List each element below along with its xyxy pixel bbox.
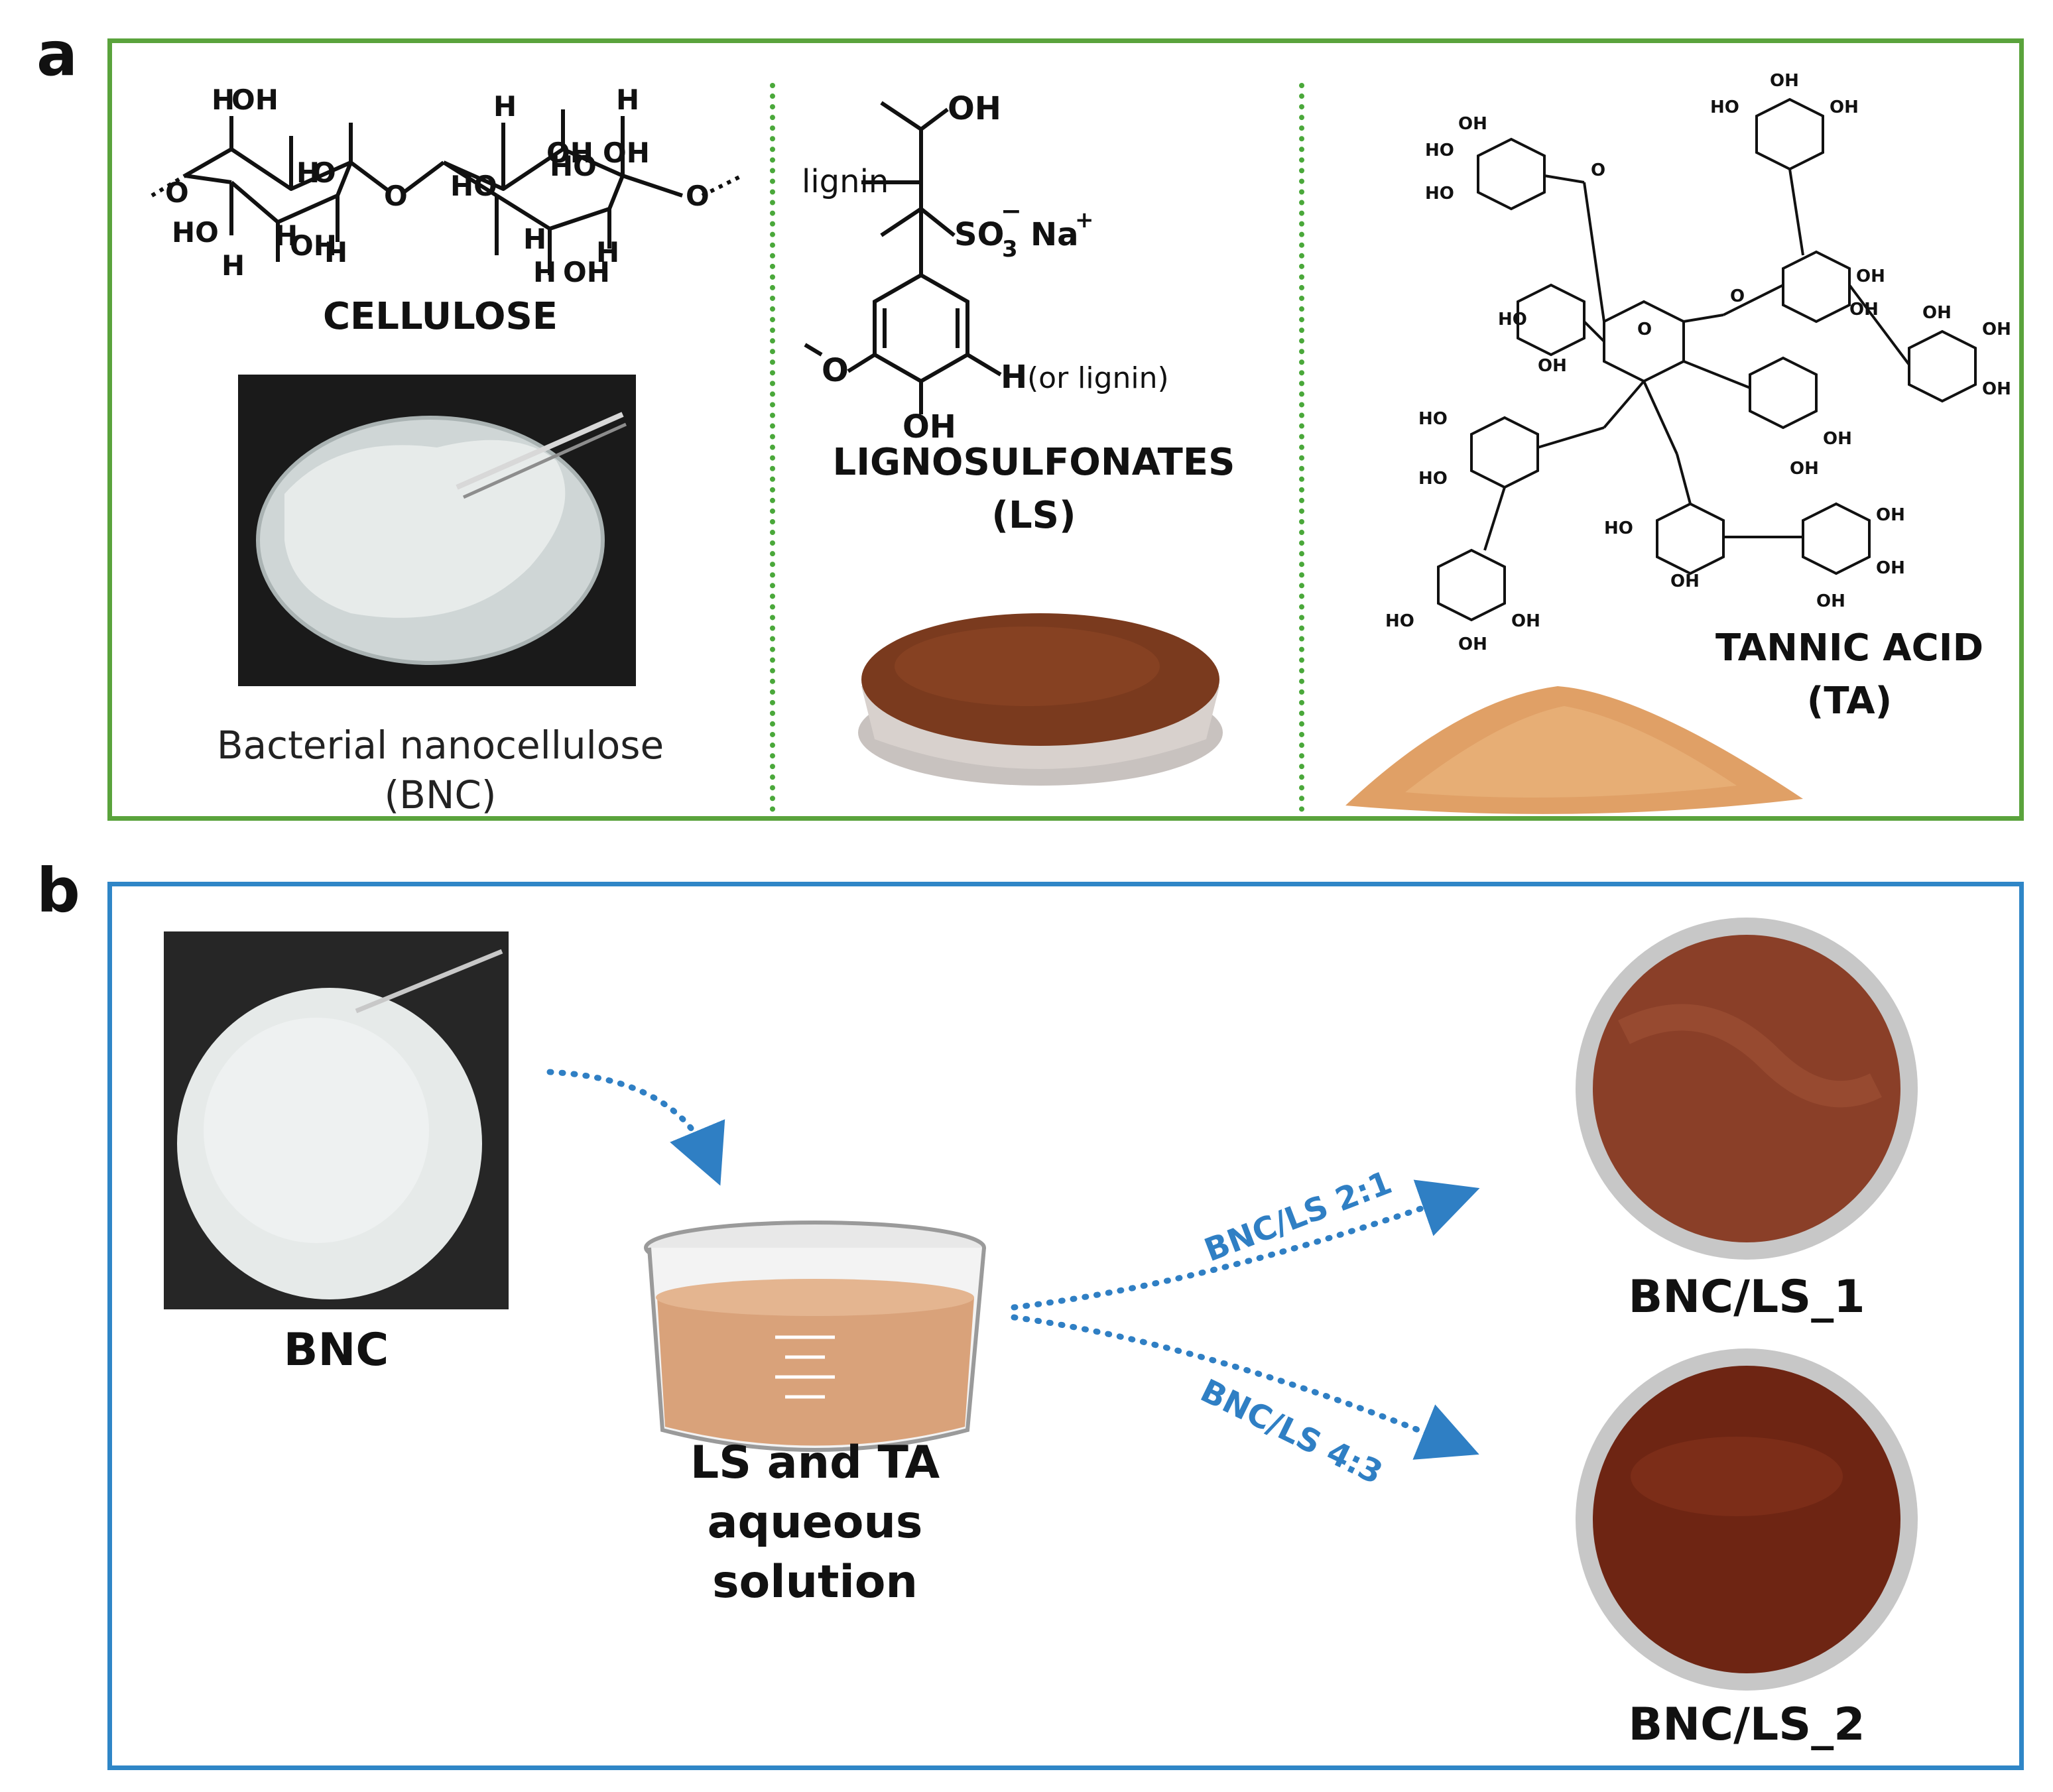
- ls-title-line2: (LS): [991, 494, 1076, 537]
- svg-text:H: H: [1001, 359, 1027, 396]
- svg-text:O: O: [312, 156, 336, 189]
- product1-photo: [1576, 918, 1918, 1260]
- svg-text:HO: HO: [1425, 184, 1454, 204]
- svg-text:OH: OH: [1876, 505, 1905, 525]
- panel-b: BNC BNC/LS 2:1 BNC/LS 4:3 LS and TA aque…: [107, 882, 2024, 1770]
- svg-text:H: H: [324, 236, 347, 269]
- svg-text:O: O: [686, 180, 710, 212]
- cellulose-structure: H OH H O O HO H H OH H HO OH H O O HO H …: [151, 84, 743, 288]
- svg-text:OH: OH: [290, 229, 337, 262]
- cellulose-title: CELLULOSE: [322, 295, 558, 338]
- svg-text:OH: OH: [1849, 300, 1879, 320]
- svg-text:+: +: [1075, 207, 1094, 233]
- ls-powder-photo: [858, 613, 1223, 786]
- ta-powder-photo: [1345, 686, 1803, 814]
- svg-text:OH: OH: [1823, 429, 1852, 449]
- process-arrows: [546, 1069, 1480, 1460]
- svg-text:O: O: [1637, 320, 1652, 339]
- svg-text:−: −: [1001, 196, 1022, 225]
- divider-left: [770, 83, 775, 812]
- ta-title-line2: (TA): [1806, 680, 1893, 723]
- svg-text:OH: OH: [1790, 459, 1819, 479]
- panel-b-letter: b: [36, 855, 80, 926]
- panel-a-letter: a: [36, 19, 78, 90]
- svg-text:Na: Na: [1030, 216, 1079, 253]
- ls-title-line1: LIGNOSULFONATES: [832, 441, 1235, 484]
- svg-text:HO: HO: [1710, 97, 1739, 117]
- panel-a: H OH H O O HO H H OH H HO OH H O O HO H …: [107, 38, 2024, 821]
- bnc-gel-photo: [238, 375, 636, 686]
- product2-photo: [1576, 1348, 1918, 1691]
- product2-label: BNC/LS_2: [1628, 1699, 1865, 1751]
- solution-label-line1: LS and TA: [690, 1437, 940, 1489]
- svg-text:SO: SO: [954, 216, 1004, 253]
- solution-label-line2: aqueous: [707, 1496, 923, 1549]
- product1-label: BNC/LS_1: [1628, 1271, 1865, 1323]
- svg-text:H: H: [221, 249, 245, 282]
- svg-text:HO: HO: [450, 170, 497, 202]
- ta-title-line1: TANNIC ACID: [1715, 627, 1984, 670]
- svg-text:HO: HO: [1498, 310, 1527, 329]
- svg-text:OH: OH: [1770, 71, 1799, 91]
- svg-text:OH: OH: [563, 256, 610, 288]
- bnc-caption-line2: (BNC): [384, 772, 497, 817]
- svg-text:OH: OH: [1816, 591, 1845, 611]
- svg-text:H: H: [523, 223, 546, 255]
- svg-text:OH: OH: [1876, 558, 1905, 578]
- svg-text:OH: OH: [603, 137, 650, 169]
- beaker-icon: [644, 1221, 986, 1452]
- svg-text:OH: OH: [1511, 611, 1540, 631]
- svg-text:H: H: [493, 90, 517, 123]
- svg-text:O: O: [822, 352, 849, 389]
- svg-text:O: O: [165, 176, 189, 209]
- svg-text:OH: OH: [902, 408, 956, 441]
- svg-text:HO: HO: [1418, 469, 1448, 489]
- svg-text:OH: OH: [1670, 571, 1700, 591]
- svg-text:H: H: [596, 236, 619, 269]
- bnc-caption-line1: Bacterial nanocellulose: [216, 723, 664, 768]
- svg-text:OH: OH: [1982, 379, 2011, 399]
- svg-text:OH: OH: [546, 137, 593, 169]
- svg-text:H: H: [275, 219, 298, 252]
- solution-label-line3: solution: [712, 1556, 918, 1608]
- svg-text:OH: OH: [1458, 634, 1487, 653]
- svg-text:3: 3: [1002, 236, 1018, 263]
- svg-text:OH: OH: [231, 84, 279, 116]
- svg-text:H: H: [616, 84, 639, 116]
- svg-text:lignin: lignin: [802, 163, 889, 200]
- svg-text:O: O: [1730, 286, 1745, 306]
- bnc-disc-photo: [164, 931, 509, 1309]
- svg-text:OH: OH: [948, 90, 1001, 127]
- svg-text:(or lignin): (or lignin): [1027, 361, 1169, 395]
- svg-text:HO: HO: [1425, 141, 1454, 160]
- svg-text:O: O: [1591, 160, 1605, 180]
- divider-right: [1299, 83, 1304, 812]
- svg-text:OH: OH: [1538, 356, 1567, 376]
- lignosulfonate-structure: OH lignin SO 3 − Na + H (or lignin) O OH: [802, 90, 1169, 441]
- svg-text:HO: HO: [172, 216, 219, 249]
- svg-text:OH: OH: [1856, 267, 1885, 286]
- svg-text:HO: HO: [1385, 611, 1414, 631]
- svg-text:HO: HO: [550, 150, 597, 182]
- svg-text:H: H: [533, 256, 556, 288]
- tannic-acid-structure: OH HO HO OH HO OH HO OH OH OH OH OH OH O…: [1385, 71, 2011, 653]
- svg-text:H: H: [212, 84, 235, 116]
- svg-text:OH: OH: [1830, 97, 1859, 117]
- svg-text:OH: OH: [1982, 320, 2011, 339]
- svg-text:O: O: [384, 180, 408, 212]
- svg-text:HO: HO: [1418, 409, 1448, 429]
- svg-text:OH: OH: [1458, 114, 1487, 134]
- bnc-label: BNC: [283, 1324, 389, 1376]
- svg-text:HO: HO: [1604, 518, 1633, 538]
- svg-text:OH: OH: [1922, 303, 1952, 323]
- svg-text:H: H: [296, 156, 320, 189]
